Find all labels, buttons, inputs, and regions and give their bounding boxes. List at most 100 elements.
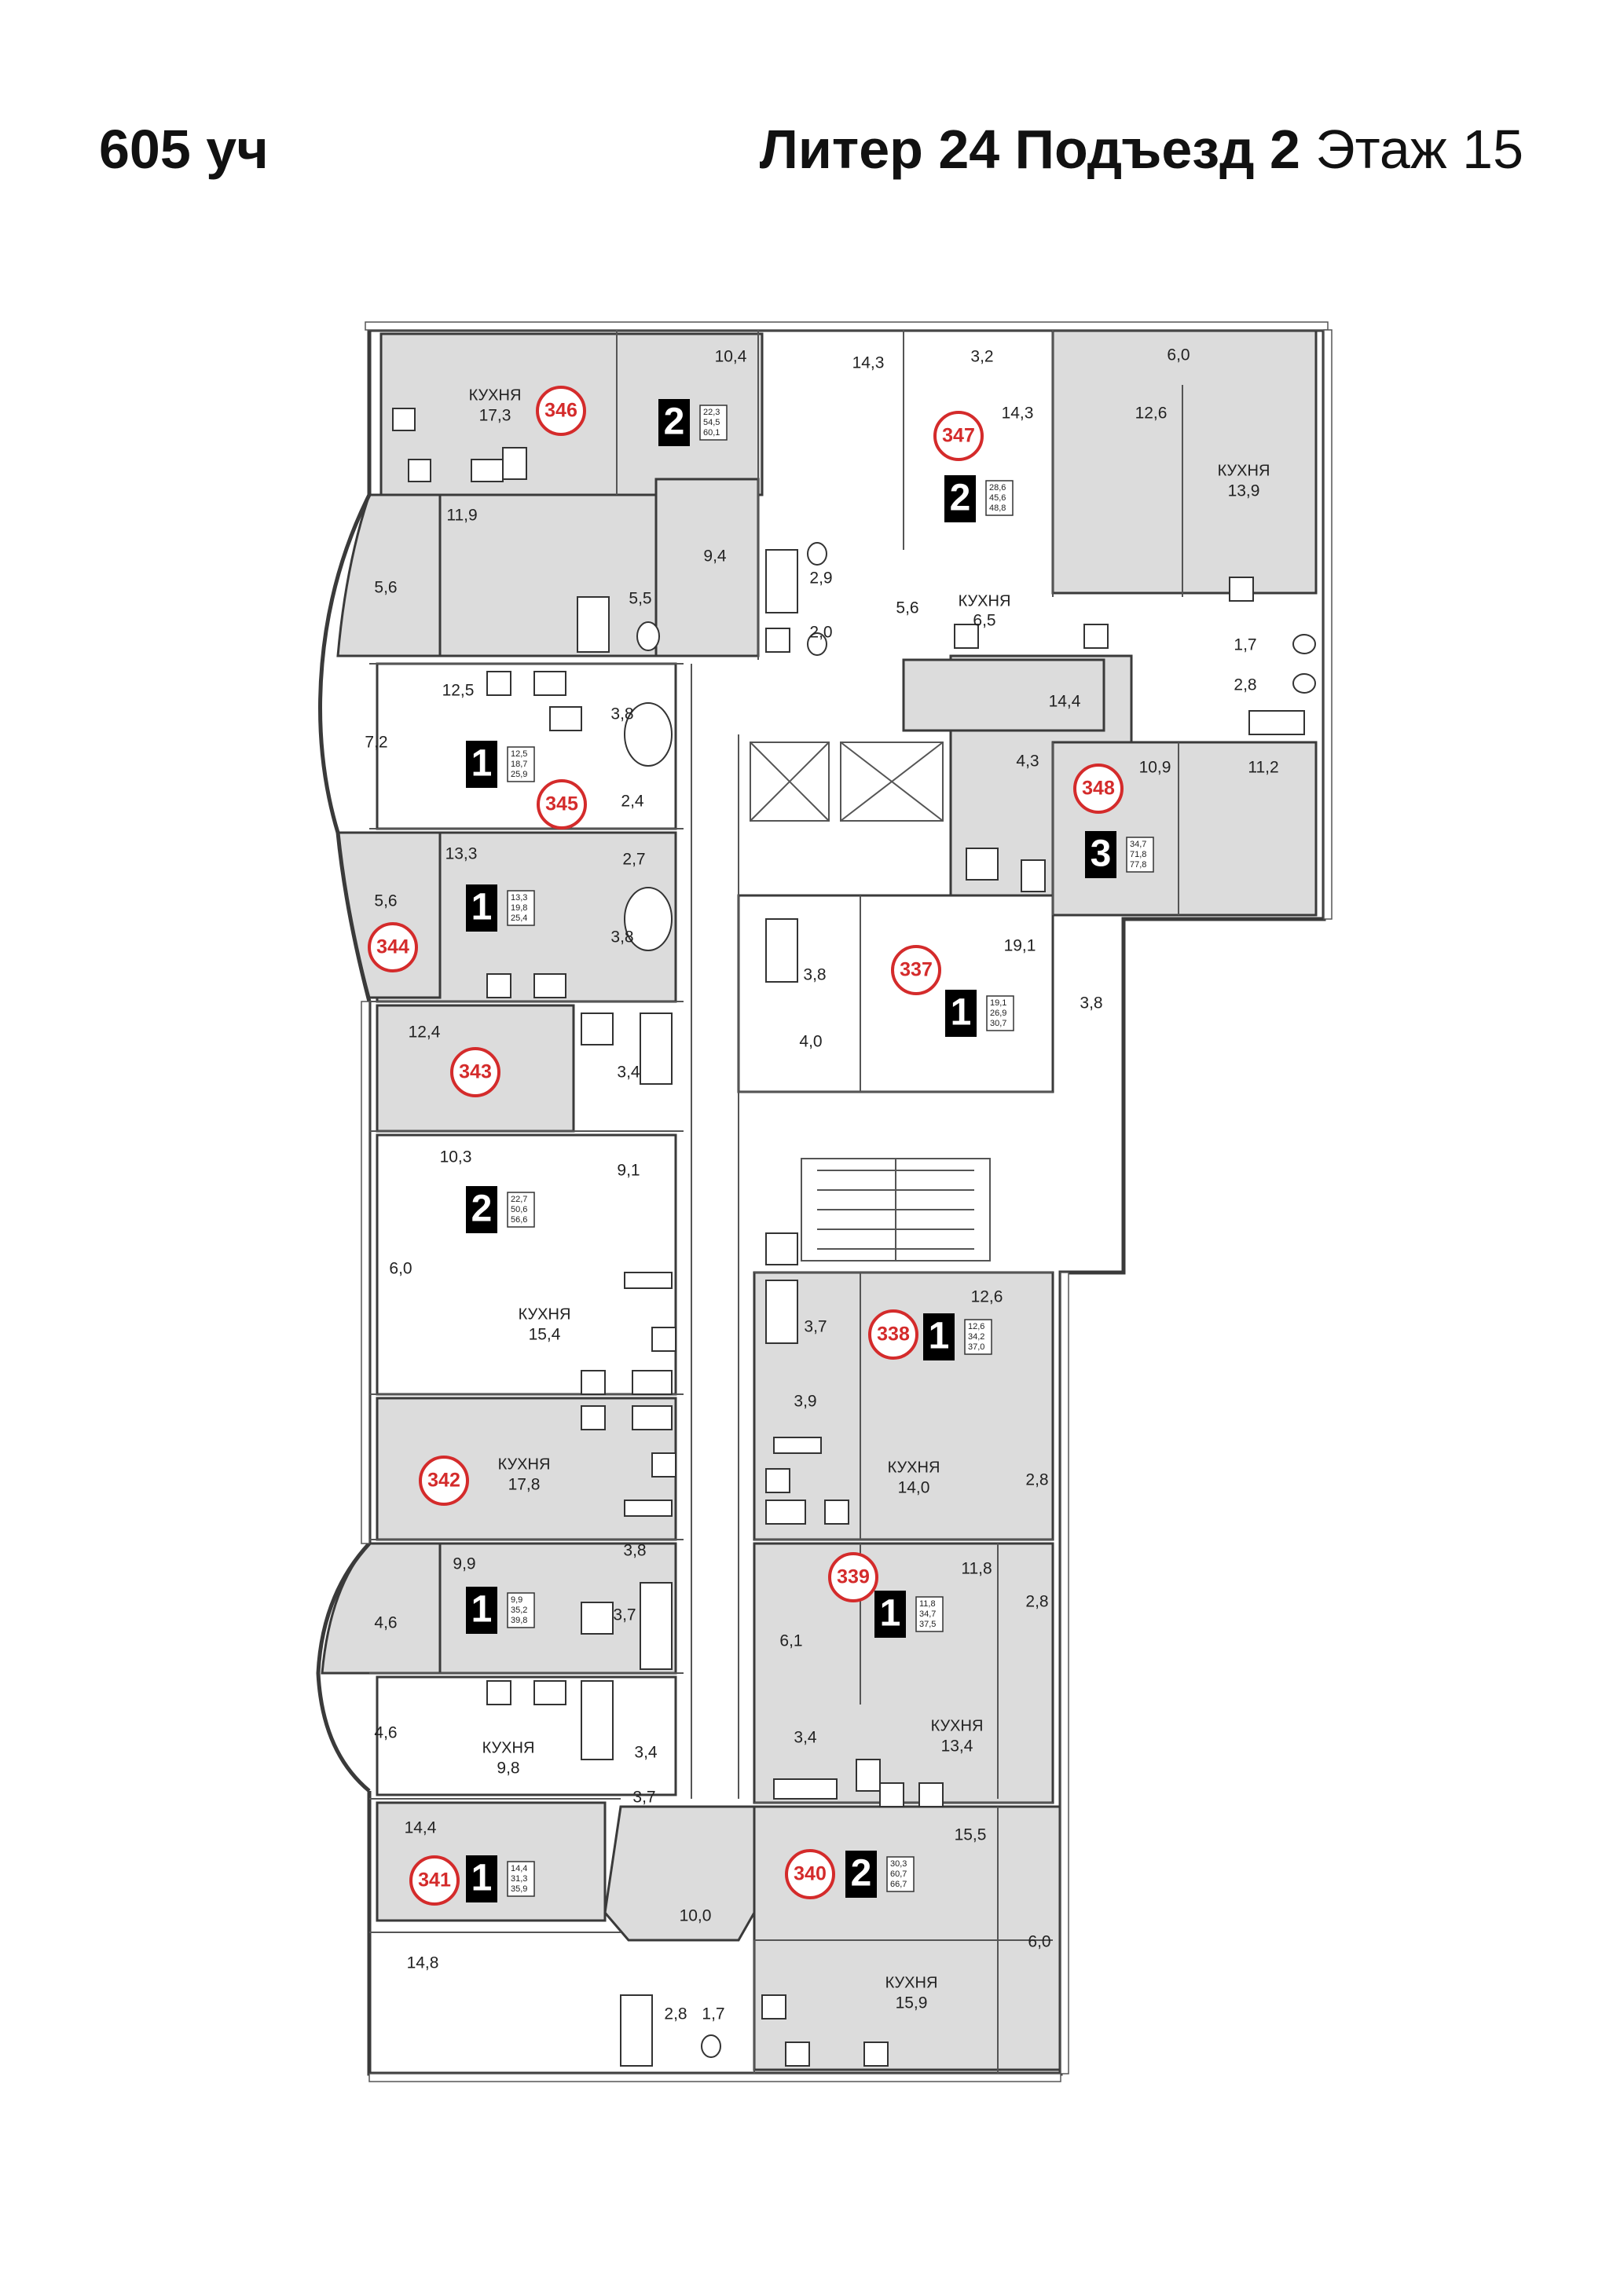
area-spec-value: 50,6: [511, 1205, 527, 1214]
rooms-count: 1: [471, 1858, 493, 1899]
apartment-number: 342: [427, 1470, 460, 1492]
room-area: 3,8: [623, 1542, 646, 1560]
area-spec-box: [964, 1319, 992, 1355]
floor-label: Этаж 15: [1315, 119, 1523, 180]
room-label: КУХНЯ: [931, 1717, 984, 1734]
area-spec-box: [986, 995, 1014, 1031]
area-spec-value: 34,7: [1130, 840, 1146, 849]
room-label: КУХНЯ: [469, 386, 522, 404]
room-area: 2,8: [1025, 1471, 1048, 1489]
apartment-number: 338: [877, 1324, 910, 1346]
room-area: 3,7: [613, 1606, 636, 1624]
area-spec-value: 48,8: [989, 504, 1006, 513]
room-label: КУХНЯ: [498, 1456, 551, 1473]
rooms-count: 2: [471, 1188, 493, 1230]
area-spec-box: [886, 1856, 915, 1892]
room-area: 2,0: [809, 624, 832, 642]
area-spec-value: 19,8: [511, 903, 527, 913]
rooms-badge: [944, 475, 976, 522]
area-spec-value: 66,7: [890, 1880, 907, 1889]
room-area: 7,2: [365, 734, 387, 752]
room-area: 3,8: [803, 966, 826, 984]
area-spec-value: 34,7: [919, 1609, 936, 1619]
apartment-number-circle[interactable]: [368, 922, 418, 972]
room-label: КУХНЯ: [519, 1305, 571, 1323]
area-spec-box: [985, 480, 1014, 516]
room-area: 2,4: [621, 793, 644, 811]
area-spec-value: 56,6: [511, 1215, 527, 1225]
apartment-number-circle[interactable]: [785, 1849, 835, 1899]
room-area: 3,2: [970, 348, 993, 366]
apartment-number-circle[interactable]: [828, 1552, 878, 1602]
room-area: 19,1: [1004, 937, 1036, 955]
room-area: 2,8: [1025, 1593, 1048, 1611]
apartment-number-circle[interactable]: [409, 1855, 460, 1906]
room-area: 4,3: [1016, 753, 1039, 771]
room-label: КУХНЯ: [888, 1459, 940, 1476]
area-spec-value: 25,4: [511, 914, 527, 923]
area-spec-value: 45,6: [989, 493, 1006, 503]
apartment-number-circle[interactable]: [868, 1309, 918, 1360]
area-spec-value: 18,7: [511, 760, 527, 769]
room-area: 3,7: [632, 1789, 655, 1807]
rooms-count: 1: [880, 1593, 901, 1635]
room-area: 6,1: [779, 1632, 802, 1650]
apartment-number-circle[interactable]: [1073, 764, 1124, 814]
room-area: 15,4: [529, 1326, 561, 1344]
apartment-number-circle[interactable]: [419, 1456, 469, 1506]
room-area: 3,4: [617, 1064, 640, 1082]
apartment-number: 346: [544, 400, 577, 422]
room-area: 15,5: [955, 1826, 987, 1844]
apartment-number: 344: [376, 936, 409, 958]
rooms-badge: [923, 1313, 955, 1360]
area-spec-box: [1126, 837, 1154, 873]
area-spec-value: 25,9: [511, 770, 527, 779]
apartment-number-circle[interactable]: [537, 779, 587, 829]
room-area: 2,7: [622, 851, 645, 869]
apartment-number-circle[interactable]: [450, 1047, 500, 1097]
apartment-number: 343: [459, 1061, 492, 1083]
room-area: 14,8: [407, 1954, 439, 1972]
area-spec-value: 9,9: [511, 1595, 522, 1605]
room-area: 12,6: [1135, 405, 1168, 423]
room-label: КУХНЯ: [885, 1974, 938, 1991]
area-spec-value: 30,3: [890, 1859, 907, 1869]
apartment-number: 348: [1082, 778, 1115, 800]
room-area: 3,8: [610, 705, 633, 723]
rooms-badge: [945, 990, 977, 1037]
apartment-number: 337: [900, 959, 933, 981]
rooms-count: 1: [929, 1316, 950, 1357]
rooms-count: 3: [1091, 833, 1112, 875]
room-area: 10,3: [440, 1148, 472, 1166]
rooms-badge: [1085, 831, 1116, 878]
room-area: 17,3: [479, 407, 511, 425]
room-area: 11,8: [961, 1560, 992, 1578]
plot-number: 605 уч: [99, 119, 269, 180]
apartment-number-circle[interactable]: [891, 945, 941, 995]
room-area: 9,4: [703, 547, 727, 566]
room-area: 6,5: [973, 612, 995, 630]
room-area: 12,4: [409, 1023, 441, 1042]
rooms-count: 1: [951, 992, 972, 1034]
area-spec-value: 37,0: [968, 1342, 984, 1352]
rooms-count: 2: [664, 401, 685, 443]
area-spec-value: 60,7: [890, 1869, 907, 1879]
room-label: КУХНЯ: [1218, 462, 1270, 479]
area-spec-box: [915, 1596, 944, 1632]
room-area: 6,0: [389, 1260, 412, 1278]
room-area: 3,9: [794, 1393, 816, 1411]
area-spec-value: 71,8: [1130, 850, 1146, 859]
liter-label: Литер 24: [759, 119, 1000, 180]
area-spec-value: 54,5: [703, 418, 720, 427]
rooms-count: 1: [471, 743, 493, 785]
area-spec-box: [507, 1192, 535, 1228]
room-area: 14,3: [1002, 405, 1034, 423]
room-area: 10,4: [715, 348, 747, 366]
apartment-number-circle[interactable]: [933, 411, 984, 461]
apartment-number-circle[interactable]: [536, 386, 586, 436]
area-spec-value: 22,7: [511, 1195, 527, 1204]
room-area: 15,9: [896, 1994, 928, 2012]
room-area: 4,6: [374, 1724, 397, 1742]
